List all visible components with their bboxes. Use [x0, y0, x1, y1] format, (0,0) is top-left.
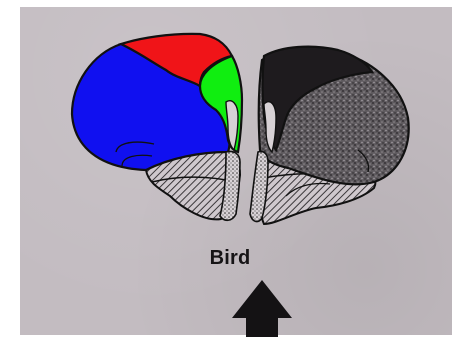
left-hemisphere [72, 34, 242, 220]
up-arrow-icon [232, 280, 292, 337]
diagram-caption: Bird [170, 247, 290, 270]
right-hemisphere [250, 47, 409, 224]
